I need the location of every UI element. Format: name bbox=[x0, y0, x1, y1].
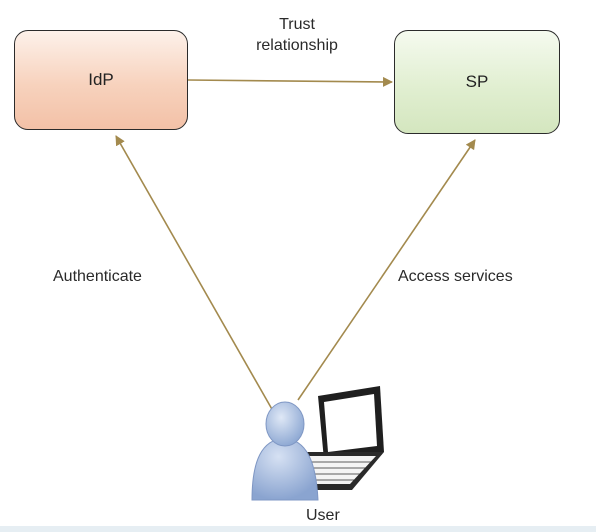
sp-node: SP bbox=[394, 30, 560, 134]
user-icon bbox=[251, 401, 319, 501]
sp-label: SP bbox=[465, 72, 489, 91]
user-label: User bbox=[306, 507, 340, 524]
authenticate-label: Authenticate bbox=[53, 268, 142, 285]
trust-arrow bbox=[187, 76, 393, 87]
authenticate-arrow bbox=[115, 135, 278, 419]
trust-label-line2: relationship bbox=[256, 37, 338, 54]
idp-label: IdP bbox=[88, 70, 114, 89]
bottom-strip bbox=[0, 526, 596, 532]
idp-node: IdP bbox=[14, 30, 188, 130]
access-services-label: Access services bbox=[398, 268, 513, 285]
trust-relationship-label: Trust relationship bbox=[232, 14, 362, 56]
trust-label-line1: Trust bbox=[279, 16, 315, 33]
access-services-arrow bbox=[297, 139, 476, 401]
laptop-icon bbox=[296, 386, 384, 490]
